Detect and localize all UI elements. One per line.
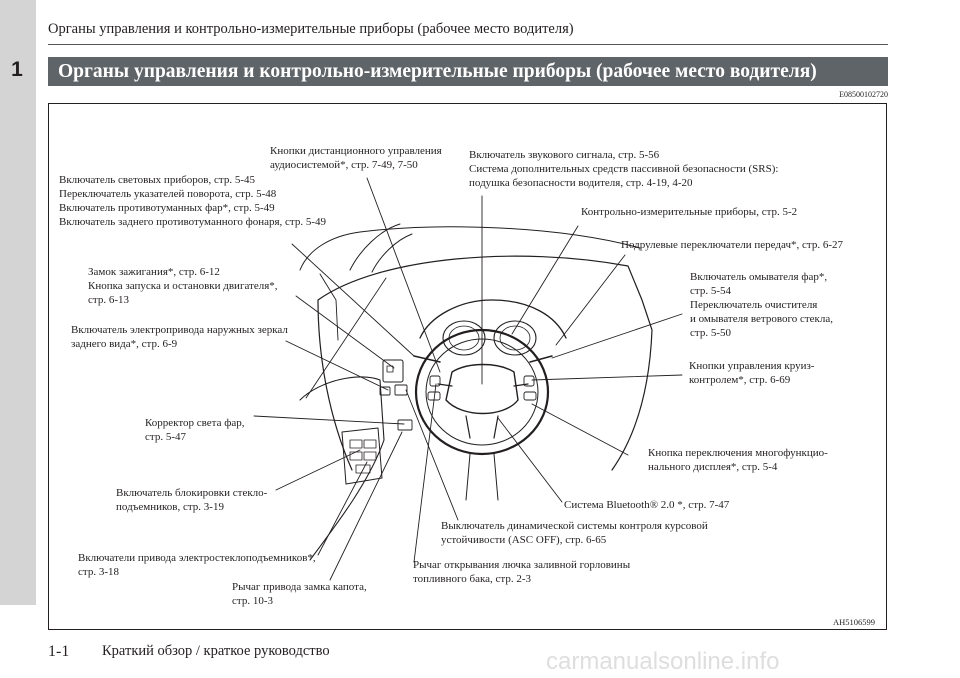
door-panel: [299, 376, 385, 561]
instrument-hood: [419, 299, 567, 339]
callout-hood-release: Рычаг привода замка капота, стр. 10-3: [232, 581, 367, 607]
dashboard-outline: [317, 255, 653, 471]
page-number: 1-1: [48, 643, 70, 660]
section-title: Органы управления и контрольно-измерител…: [48, 57, 888, 86]
callout-lighting-switches: Включатель световых приборов, стр. 5-45 …: [59, 174, 327, 228]
callout-washer-wiper: Включатель омывателя фар*, стр. 5-54 Пер…: [690, 271, 834, 339]
callout-cruise-control: Кнопки управления круиз- контролем*, стр…: [689, 360, 815, 386]
callout-bluetooth: Система Bluetooth® 2.0 *, стр. 7-47: [564, 499, 730, 511]
callout-asc-off: Выключатель динамической системы контрол…: [441, 520, 708, 546]
figure-frame: [48, 103, 887, 630]
chapter-tab: [0, 0, 36, 605]
callout-display-button: Кнопка переключения многофункцио- нально…: [648, 447, 828, 473]
callout-fuel-door: Рычаг открывания лючка заливной горловин…: [413, 559, 631, 585]
header-divider: [48, 44, 888, 45]
callout-ignition: Замок зажигания*, стр. 6-12 Кнопка запус…: [88, 266, 278, 306]
callout-power-windows: Включатели привода электростеклоподъемни…: [78, 552, 316, 578]
watermark: carmanualsonline.info: [546, 648, 780, 675]
reference-code: E08500102720: [839, 90, 888, 99]
figure-code: AH5106599: [833, 617, 876, 627]
callout-instruments: Контрольно-измерительные приборы, стр. 5…: [581, 206, 798, 218]
callout-window-lock: Включатель блокировки стекло- подъемнико…: [116, 487, 268, 513]
chapter-number: 1: [11, 58, 23, 81]
callout-audio-buttons: Кнопки дистанционного управления аудиоси…: [270, 145, 442, 171]
steering-hub: [445, 363, 519, 415]
window-switch-panel: [341, 427, 383, 485]
callout-horn-srs: Включатель звукового сигнала, стр. 5-56 …: [469, 149, 779, 189]
footer-text: Краткий обзор / краткое руководство: [102, 643, 330, 659]
callout-headlight-leveling: Корректор света фар, стр. 5-47: [145, 417, 245, 443]
gauge-right: [493, 320, 537, 356]
callout-mirror-switch: Включатель электропривода наружных зерка…: [71, 324, 288, 350]
running-header: Органы управления и контрольно-измерител…: [48, 21, 574, 37]
mirror-switch-panel: [382, 359, 404, 383]
gauge-left: [442, 320, 486, 356]
callout-paddle-shifters: Подрулевые переключатели передач*, стр. …: [621, 239, 843, 251]
leader-lines: [253, 177, 683, 581]
